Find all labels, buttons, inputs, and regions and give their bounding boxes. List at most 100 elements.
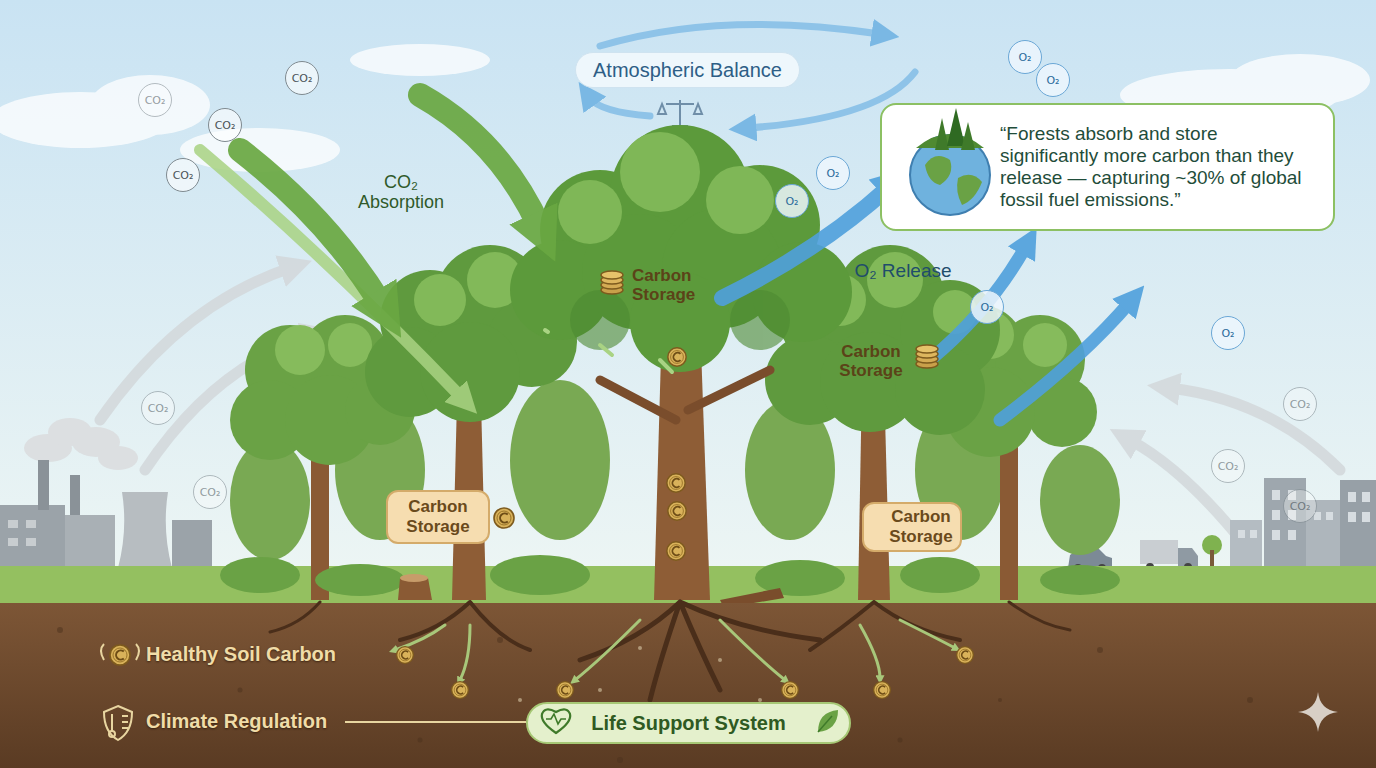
climate-label: Climate Regulation (146, 710, 366, 732)
carbon-coin (452, 682, 469, 699)
carbon-label: Carbon Storage (828, 342, 914, 380)
city (1272, 530, 1280, 540)
quote-callout: “Forests absorb and store significantly … (880, 103, 1335, 231)
tree (275, 325, 325, 375)
carbon-label: Carbon Storage (632, 266, 718, 304)
o2-molecule: O₂ (1008, 40, 1042, 74)
background-trees (1040, 445, 1120, 555)
carbon-coin (494, 508, 514, 528)
co2-absorption-arrow (545, 330, 672, 372)
carbon-coin (874, 682, 891, 699)
soil (998, 698, 1002, 702)
central-tree (730, 290, 790, 350)
city (1272, 490, 1280, 500)
soil (57, 627, 63, 633)
soil-carbon-arrow (575, 620, 640, 680)
atmospheric-cycle-arrow (590, 98, 650, 116)
background-trees (510, 380, 610, 540)
climate-shield-icon (109, 731, 115, 737)
balance-scale-icon (658, 104, 666, 114)
city (1250, 530, 1257, 538)
cloud (1230, 54, 1370, 106)
city (1210, 550, 1214, 568)
carbon-coin (782, 682, 799, 699)
title-pill: Atmospheric Balance (575, 52, 800, 88)
watermark-star (1298, 692, 1338, 732)
city (1340, 480, 1376, 568)
soil-carbon-arrow (460, 625, 470, 680)
tree-root (270, 602, 1070, 700)
tree-stump (400, 574, 428, 582)
co2-absorption-arrow (240, 150, 382, 306)
co2-molecule: CO₂ (166, 158, 200, 192)
carbon-coin (668, 502, 686, 520)
soil (617, 757, 623, 763)
o2-molecule: O₂ (1211, 316, 1245, 350)
soil (638, 646, 642, 650)
central-tree (558, 132, 774, 244)
tree-stump (398, 574, 784, 608)
tree-root (810, 602, 960, 650)
node-text: Life Support System (591, 712, 785, 735)
atmospheric-cycle-arrow (590, 24, 915, 128)
city (1272, 510, 1280, 520)
sky (0, 0, 1376, 600)
soil-carbon-arrow (860, 625, 880, 678)
city (1238, 530, 1245, 538)
co2-absorption-arrow (200, 95, 672, 398)
tree (414, 252, 523, 326)
central-tree (706, 166, 774, 234)
city (1362, 512, 1370, 522)
o2-molecule: O₂ (970, 290, 1004, 324)
city (1288, 530, 1296, 540)
tree (414, 274, 466, 326)
flow-label: CO₂ Absorption (345, 172, 457, 212)
leader-line (345, 722, 526, 723)
cloud (90, 75, 210, 135)
tree-root (580, 602, 820, 700)
factory (70, 475, 80, 515)
tree-root (270, 602, 1070, 632)
carbon-coin (110, 645, 130, 665)
tree (275, 323, 372, 375)
soil-icon (101, 644, 139, 660)
soil (57, 627, 1253, 763)
central-tree (510, 125, 852, 600)
factory (0, 505, 65, 570)
factory (38, 460, 49, 510)
bush (220, 557, 300, 593)
leader-line (345, 721, 526, 723)
soil-carbon-arrow (900, 620, 955, 648)
balance-scale-icon (694, 104, 702, 114)
co2-molecule: CO₂ (285, 61, 319, 95)
bush (1040, 565, 1120, 595)
o2-molecule: O₂ (816, 156, 850, 190)
factory (98, 446, 138, 470)
climate-shield-icon (122, 716, 128, 728)
soil-carbon-arrow (720, 620, 785, 680)
climate-shield-icon (104, 706, 132, 740)
factory (0, 418, 212, 570)
co2-molecule: CO₂ (141, 391, 175, 425)
soil (718, 658, 722, 662)
tree-root (400, 602, 530, 650)
factory (65, 515, 115, 570)
tree (328, 323, 372, 367)
balance-scale-icon (658, 100, 702, 126)
central-tree (570, 290, 630, 350)
factory (118, 492, 172, 568)
balance-scale-icon (666, 103, 694, 105)
co2-molecule: CO₂ (208, 108, 242, 142)
o2-molecule: O₂ (1036, 63, 1070, 97)
co2-molecule: CO₂ (1211, 449, 1245, 483)
soil (518, 646, 762, 702)
city (1348, 512, 1356, 522)
carbon-coin (397, 647, 414, 664)
carbon-coin (667, 474, 685, 492)
factory (26, 538, 36, 546)
watermark-star (1298, 692, 1338, 732)
soil (1247, 697, 1253, 703)
emission-arrow (1130, 440, 1245, 545)
co2-molecule: CO₂ (193, 475, 227, 509)
carbon-coin (557, 682, 574, 699)
